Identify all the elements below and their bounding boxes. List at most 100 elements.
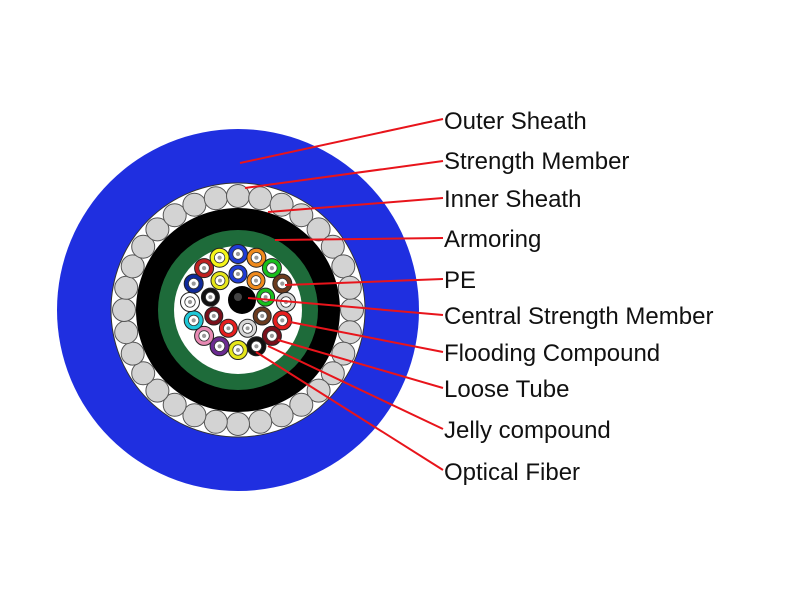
loose-tube: [204, 306, 224, 326]
strength-wire: [306, 217, 331, 242]
loose-tube: [238, 318, 258, 338]
optical-fiber-core: [217, 344, 222, 349]
loose-tube: [183, 273, 204, 294]
optical-fiber-core: [208, 295, 213, 300]
loose-tube: [218, 318, 238, 338]
loose-tube: [194, 325, 215, 346]
optical-fiber-core: [191, 281, 196, 286]
loose-tube: [194, 258, 215, 279]
leader-flooding-compound: [289, 321, 444, 353]
loose-tube: [200, 287, 220, 307]
leader-inner-sheath: [267, 197, 444, 213]
central-strength-member-highlight: [234, 293, 242, 301]
strength-wire: [182, 192, 207, 217]
loose-tube: [183, 310, 204, 331]
optical-fiber-core: [263, 295, 268, 300]
label-strength-member: Strength Member: [444, 148, 629, 175]
loose-tube: [246, 336, 267, 357]
loose-tube: [246, 247, 267, 268]
loose-tube: [272, 273, 293, 294]
optical-fiber-core: [202, 266, 207, 271]
loose-tube: [228, 264, 248, 284]
loose-tube: [246, 271, 266, 291]
strength-wire: [337, 275, 362, 300]
optical-fiber-core: [218, 278, 222, 283]
leader-armoring: [274, 237, 444, 241]
loose-tube: [228, 340, 248, 360]
loose-tube: [209, 336, 230, 357]
leader-outer-sheath: [239, 118, 444, 164]
strength-wire: [320, 234, 345, 259]
label-loose-tube: Loose Tube: [444, 376, 569, 403]
optical-fiber-core: [235, 347, 241, 353]
strength-wire: [269, 403, 294, 428]
strength-wire: [145, 378, 170, 403]
optical-fiber-core: [191, 318, 196, 323]
central-strength-member-core: [228, 286, 256, 314]
optical-fiber-core: [187, 299, 193, 305]
loose-tube: [210, 271, 230, 291]
leader-central-strength-member: [247, 297, 444, 316]
strength-wire: [226, 412, 250, 436]
optical-fiber-core: [280, 318, 285, 323]
strength-wire: [203, 409, 228, 434]
label-outer-sheath: Outer Sheath: [444, 108, 587, 135]
strength-wire: [120, 341, 145, 366]
strength-wire: [114, 320, 139, 345]
strength-wire: [203, 186, 228, 211]
loose-tube: [228, 244, 248, 264]
optical-fiber-core: [235, 251, 241, 257]
strength-wire: [331, 341, 356, 366]
strength-wire: [162, 392, 187, 417]
label-optical-fiber: Optical Fiber: [444, 459, 580, 486]
optical-fiber-core: [269, 266, 274, 271]
strength-wire: [331, 254, 356, 279]
leader-lines: [239, 118, 444, 471]
label-inner-sheath: Inner Sheath: [444, 186, 581, 213]
cable-cross-section: [57, 129, 419, 491]
strength-wire: [182, 403, 207, 428]
optical-fiber-core: [236, 272, 240, 276]
leader-loose-tube: [277, 339, 444, 389]
optical-fiber-core: [226, 326, 231, 331]
label-armoring: Armoring: [444, 226, 541, 253]
label-pe: PE: [444, 267, 476, 294]
strength-member-wires: [112, 184, 364, 436]
loose-tube: [261, 325, 282, 346]
loose-tube: [209, 247, 230, 268]
label-jelly-compound: Jelly compound: [444, 417, 611, 444]
strength-wire: [162, 203, 187, 228]
optical-fiber-core: [254, 278, 258, 283]
strength-wire: [131, 361, 156, 386]
loose-tube: [261, 258, 282, 279]
loose-tube: [252, 306, 272, 326]
optical-fiber-core: [245, 326, 250, 331]
labels: Outer Sheath Strength Member Inner Sheat…: [444, 108, 713, 486]
strength-wire: [248, 186, 273, 211]
leader-pe: [284, 278, 444, 286]
optical-fiber-core: [211, 314, 216, 318]
loose-tube: [256, 287, 276, 307]
label-central-strength-member: Central Strength Member: [444, 303, 713, 330]
optical-fiber-core: [254, 344, 259, 349]
strength-wire: [145, 217, 170, 242]
optical-fiber-core: [202, 333, 207, 338]
strength-wire: [289, 392, 314, 417]
strength-wire: [114, 275, 139, 300]
optical-fiber-core: [217, 255, 222, 260]
strength-wire: [131, 234, 156, 259]
strength-wire: [340, 298, 364, 322]
strength-wire: [112, 298, 136, 322]
loose-tube: [180, 292, 200, 312]
leader-optical-fiber: [255, 351, 444, 471]
optical-fiber-core: [254, 255, 259, 260]
optical-fiber-core: [280, 281, 285, 286]
leader-jelly-compound: [267, 345, 444, 430]
strength-wire: [248, 409, 273, 434]
label-flooding-compound: Flooding Compound: [444, 340, 660, 367]
loose-tube: [272, 310, 293, 331]
strength-wire: [120, 254, 145, 279]
optical-fiber-core: [260, 314, 265, 318]
leader-strength-member: [244, 160, 444, 189]
